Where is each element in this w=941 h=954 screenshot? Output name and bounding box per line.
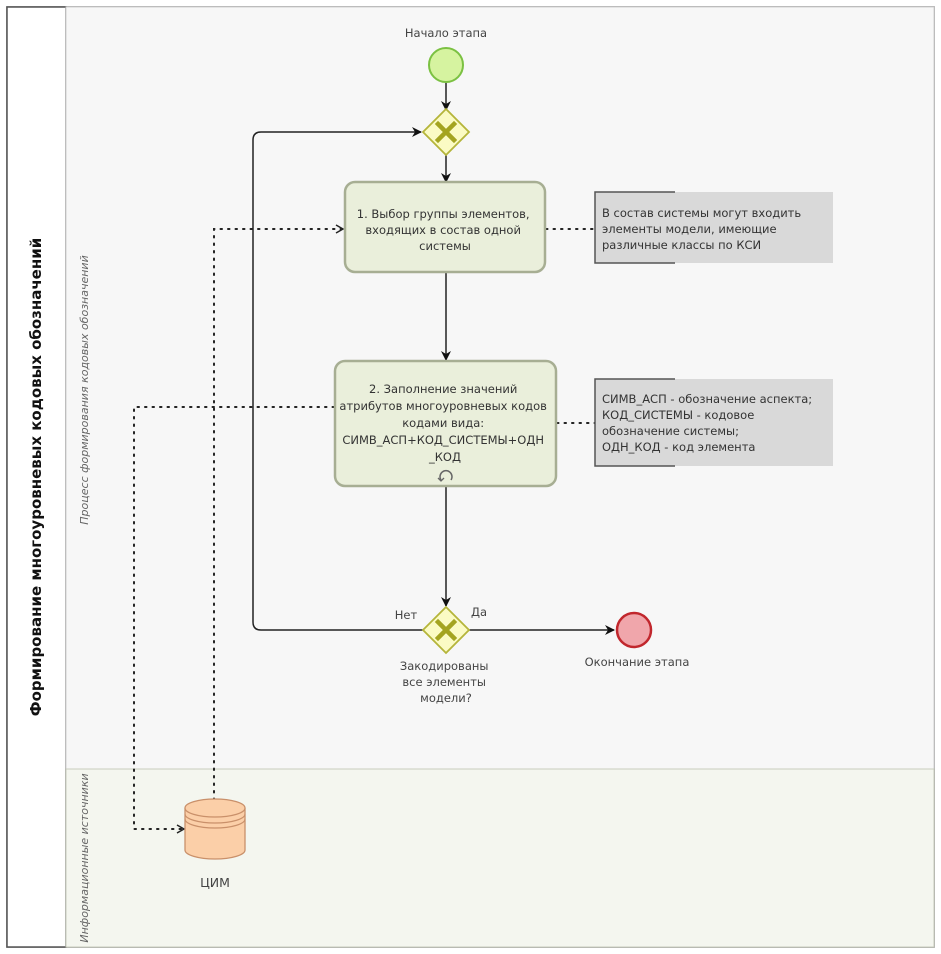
data-store-cim[interactable]: ЦИМ	[184, 798, 246, 890]
task-2-line: СИМВ_АСП+КОД_СИСТЕМЫ+ОДН	[342, 433, 544, 447]
start-event-circle	[428, 47, 464, 83]
task-2-line: атрибутов многоуровневых кодов	[339, 399, 547, 413]
decision-question-line: модели?	[420, 691, 472, 705]
annotation-1-bracket	[594, 191, 675, 264]
end-event-label: Окончание этапа	[585, 655, 690, 669]
annotation-2-line: КОД_СИСТЕМЫ - кодовое	[602, 408, 754, 422]
start-event[interactable]: Начало этапа	[405, 26, 487, 83]
annotation-2-text: СИМВ_АСП - обозначение аспекта; КОД_СИСТ…	[602, 392, 816, 454]
task-1-line: входящих в состав одной	[365, 223, 521, 237]
end-event[interactable]: Окончание этапа	[585, 611, 690, 669]
exclusive-x-icon	[434, 120, 458, 144]
decision-question-line: Закодированы	[400, 659, 489, 673]
task-2-line: 2. Заполнение значений	[369, 382, 517, 396]
merge-gateway[interactable]	[421, 107, 471, 157]
task-1-box	[343, 180, 547, 274]
task-2-box	[333, 359, 558, 488]
sequence-flows	[252, 83, 615, 635]
task-1-line: системы	[419, 239, 471, 253]
annotation-1-box	[595, 192, 833, 263]
annotation-2-box	[595, 379, 833, 466]
task-2-line: _КОД	[428, 450, 461, 464]
decision-gateway[interactable]: Нет Да Закодированы все элементы модели?	[395, 605, 492, 705]
annotation-1-line: элементы модели, имеющие	[602, 222, 777, 236]
start-event-label: Начало этапа	[405, 26, 487, 40]
annotation-1-line: В состав системы могут входить	[602, 206, 801, 220]
pool-header	[6, 6, 67, 948]
data-output-task2-to-cim[interactable]	[133, 406, 335, 834]
loop-marker-icon	[437, 470, 453, 482]
lane-sources[interactable]: Информационные источники	[65, 768, 935, 948]
task-2[interactable]: 2. Заполнение значений атрибутов многоур…	[333, 359, 558, 488]
data-store-ring	[184, 813, 246, 824]
lane-process-title: Процесс формирования кодовых обозначений	[78, 255, 91, 524]
decision-yes-label: Да	[471, 605, 487, 619]
annotation-2-line: ОДН_КОД - код элемента	[602, 440, 755, 454]
data-store-top	[184, 798, 246, 818]
annotation-1[interactable]: В состав системы могут входить элементы …	[594, 191, 833, 264]
annotation-1-line: различные классы по КСИ	[602, 238, 761, 252]
annotation-2[interactable]: СИМВ_АСП - обозначение аспекта; КОД_СИСТ…	[594, 378, 833, 467]
data-store-ring	[184, 818, 246, 829]
decision-no-label: Нет	[395, 608, 418, 622]
annotation-2-bracket	[594, 378, 675, 467]
annotation-2-line: СИМВ_АСП - обозначение аспекта;	[602, 392, 812, 406]
decision-question: Закодированы все элементы модели?	[400, 659, 492, 705]
exclusive-x-icon	[434, 618, 458, 642]
lane-sources-bg	[65, 768, 935, 948]
pool-title: Формирование многоуровневых кодовых обоз…	[27, 238, 45, 717]
decision-question-line: все элементы	[402, 675, 486, 689]
data-input-cim-to-task1[interactable]	[213, 224, 345, 801]
data-store-label: ЦИМ	[200, 875, 230, 890]
data-store-body	[184, 808, 246, 860]
end-event-circle	[615, 611, 653, 649]
lane-sources-title: Информационные источники	[78, 773, 91, 942]
flow-decision-no-loop[interactable]	[252, 127, 423, 631]
task-1[interactable]: 1. Выбор группы элементов, входящих в со…	[343, 180, 547, 274]
task-1-line: 1. Выбор группы элементов,	[357, 207, 530, 221]
associations	[133, 224, 596, 834]
task-2-line: кодами вида:	[402, 416, 484, 430]
task-2-text: 2. Заполнение значений атрибутов многоур…	[339, 382, 550, 464]
task-1-text: 1. Выбор группы элементов, входящих в со…	[357, 207, 533, 253]
annotation-1-text: В состав системы могут входить элементы …	[602, 206, 805, 252]
annotation-2-line: обозначение системы;	[602, 424, 739, 438]
